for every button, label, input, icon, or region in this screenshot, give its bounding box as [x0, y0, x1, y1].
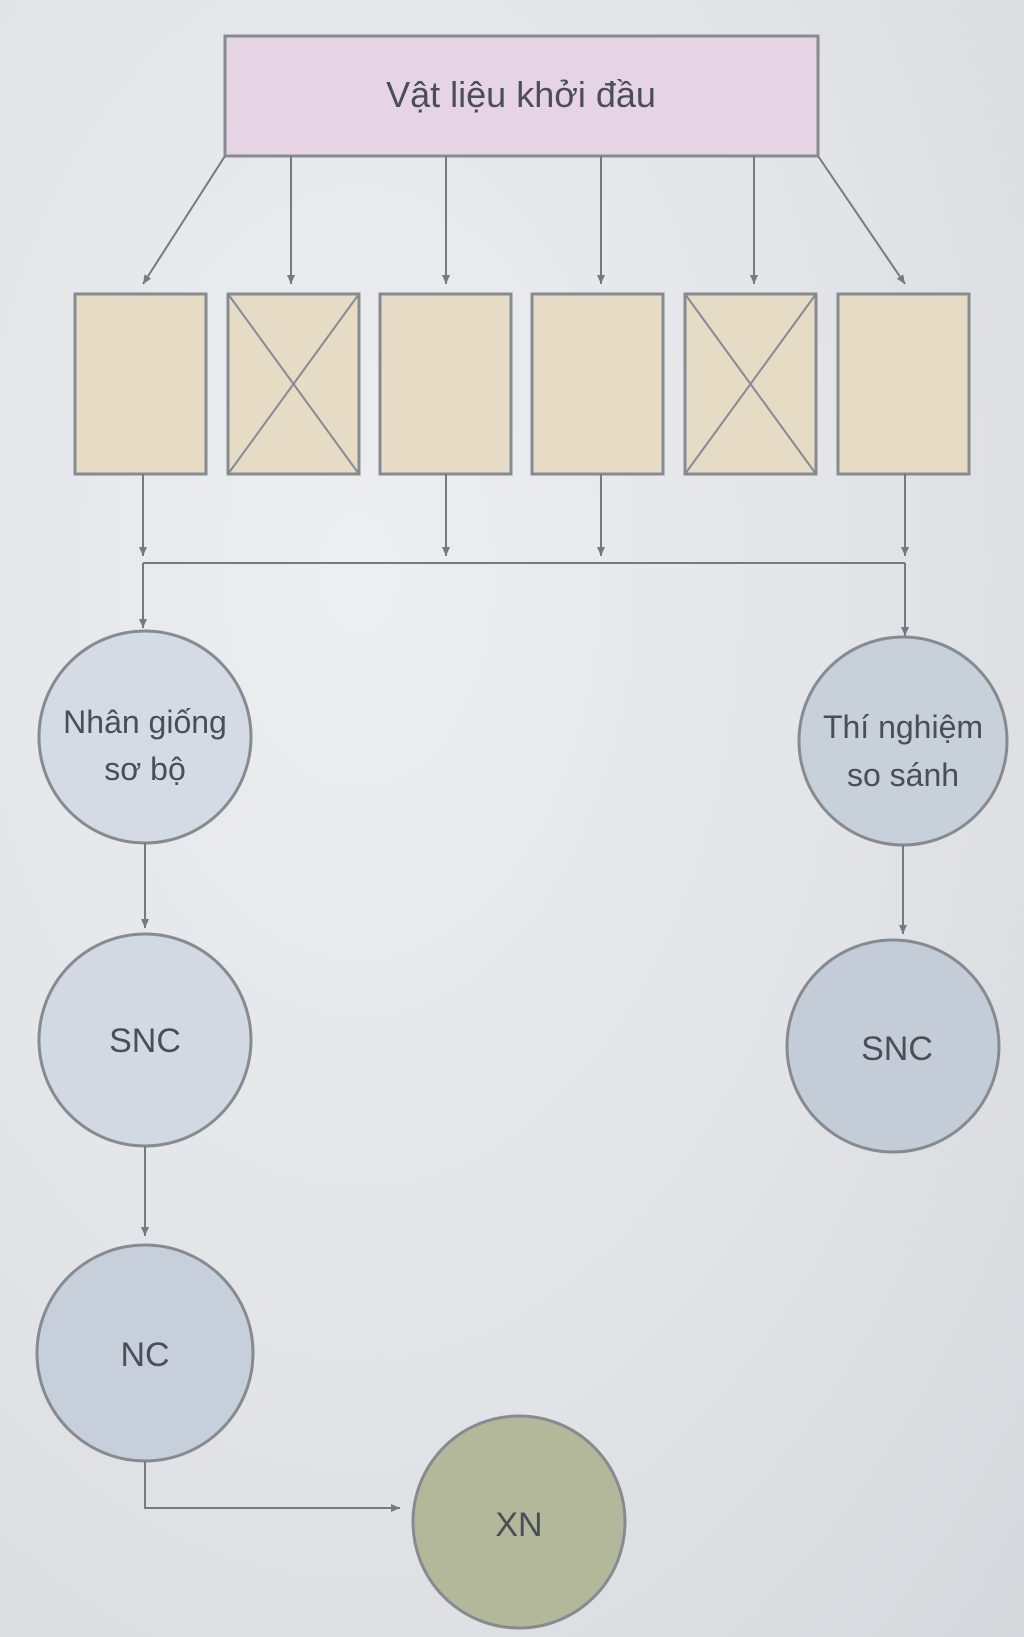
left-snc-label: SNC: [109, 1022, 181, 1060]
line-box-5-crossed: [683, 292, 818, 476]
line-box-6: [836, 292, 971, 476]
start-material-label: Vật liệu khởi đầu: [386, 74, 656, 115]
comparison-trial-label-1: Thí nghiệm: [823, 709, 983, 745]
line-box-4: [530, 292, 665, 476]
xn-label: XN: [495, 1506, 542, 1544]
start-to-lines-arrows: [142, 155, 906, 285]
breeding-lines: [73, 292, 971, 476]
line-box-3: [378, 292, 513, 476]
arrow-to-line-6: [817, 155, 906, 285]
arrow-to-line-1: [142, 155, 226, 285]
selection-connectors: [139, 474, 909, 636]
line-box-1: [73, 292, 208, 476]
line-box-2-crossed: [226, 292, 361, 476]
start-material-node: Vật liệu khởi đầu: [223, 34, 820, 158]
nc-label: NC: [120, 1336, 169, 1374]
left-branch: Nhân giống sơ bộ SNC NC: [35, 629, 400, 1512]
comparison-trial-label-2: so sánh: [847, 757, 959, 793]
final-node-group: XN: [411, 1414, 627, 1630]
right-snc-label: SNC: [861, 1030, 933, 1068]
right-snc-node: [785, 938, 1001, 1154]
start-material-box: [223, 34, 820, 158]
right-branch: Thí nghiệm so sánh SNC: [785, 635, 1009, 1154]
preliminary-propagation-label-1: Nhân giống: [63, 704, 227, 740]
xn-node: [411, 1414, 627, 1630]
preliminary-propagation-label-2: sơ bộ: [104, 751, 185, 787]
arrow-to-xn: [144, 1461, 400, 1512]
